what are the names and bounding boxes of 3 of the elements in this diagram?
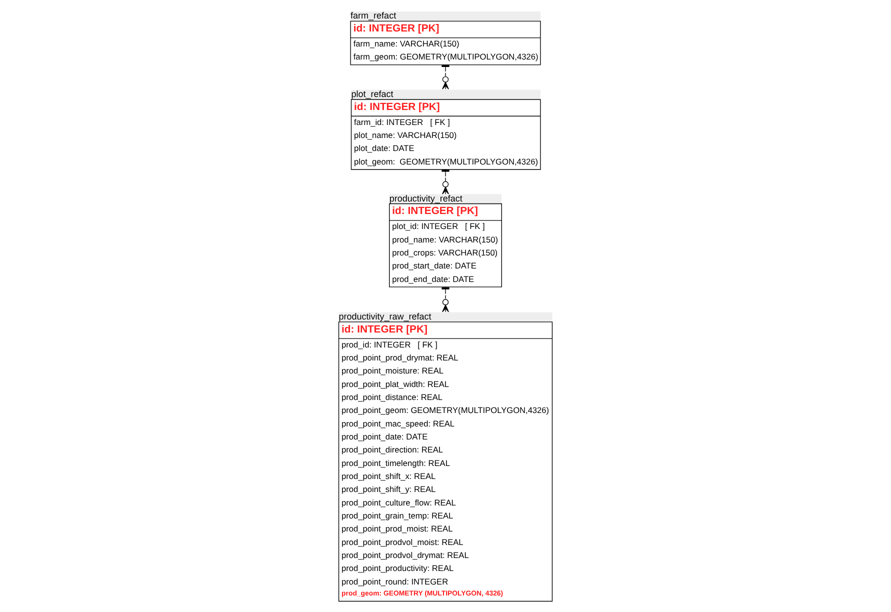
connector xyxy=(442,286,450,312)
connector xyxy=(442,168,450,194)
connector xyxy=(442,64,450,90)
